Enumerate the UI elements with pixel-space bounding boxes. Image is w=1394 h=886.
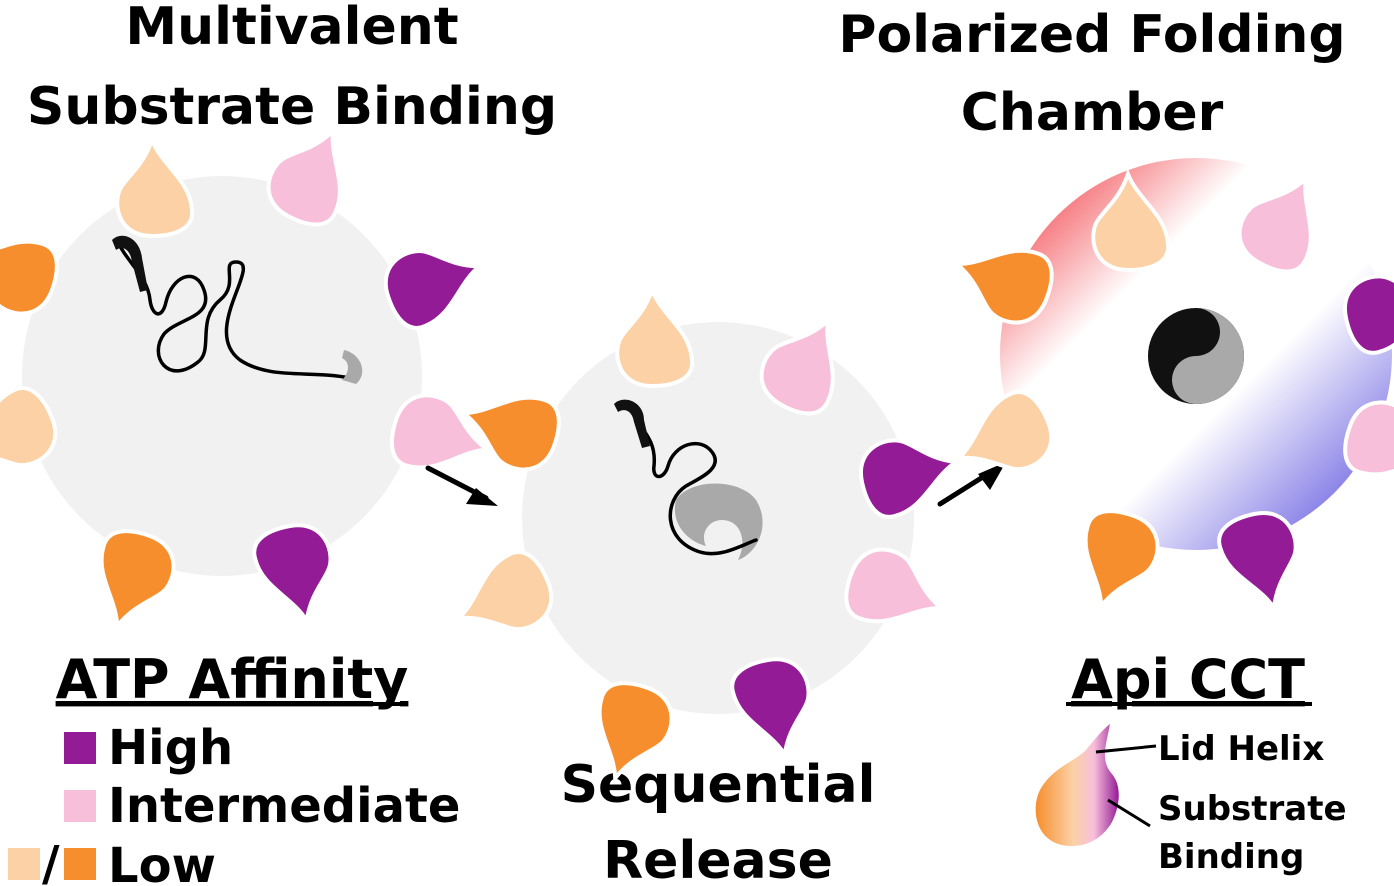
subunit-low-light [615,288,695,388]
title-sequential-line2: Release [603,831,833,886]
legend-swatch-intermediate [64,790,96,822]
legend-api-cct: Api CCT Lid Helix Substrate Binding [1035,648,1347,877]
title-polarized-line2: Chamber [961,83,1224,143]
folded-substrate-gray [674,483,763,560]
legend-swatch-low-dark [64,848,96,880]
lid-helix-label: Lid Helix [1158,729,1324,769]
chamber-sequential [441,288,967,793]
api-cct-subunit-icon [1035,724,1119,846]
legend-label-high: High [108,720,233,776]
title-multivalent-line1: Multivalent [125,0,458,57]
legend-heading: ATP Affinity [56,648,409,711]
yin-yang-folded-substrate [1148,308,1244,404]
title-multivalent-line2: Substrate Binding [27,77,557,137]
title-sequential-line1: Sequential [561,755,876,815]
arrow-to-sequential [425,465,498,506]
substrate-chain [636,420,758,556]
legend-atp-affinity: ATP Affinity High Intermediate / Low [8,648,460,886]
legend-separator: / [42,836,60,886]
lid-helix-pointer [1095,744,1157,754]
substrate-chain [118,244,352,380]
chamber-multivalent [0,115,501,641]
substrate-binding-label-line1: Substrate [1158,789,1347,829]
chamber-polarized [941,158,1394,621]
api-cct-heading: Api CCT [1071,648,1305,711]
substrate-binding-pointer [1107,798,1151,828]
substrate-end-dark [112,235,148,292]
legend-label-low: Low [108,838,216,886]
substrate-end-gray [342,350,363,384]
chamber-background [22,176,422,576]
arrow-to-polarized [937,462,1006,507]
legend-swatch-high [64,732,96,764]
title-polarized-line1: Polarized Folding [838,5,1345,65]
subunit-low-light [115,138,195,238]
legend-swatch-low-light [8,848,40,880]
substrate-end-dark [614,399,650,448]
legend-label-intermediate: Intermediate [108,778,460,834]
substrate-binding-label-line2: Binding [1158,837,1304,877]
